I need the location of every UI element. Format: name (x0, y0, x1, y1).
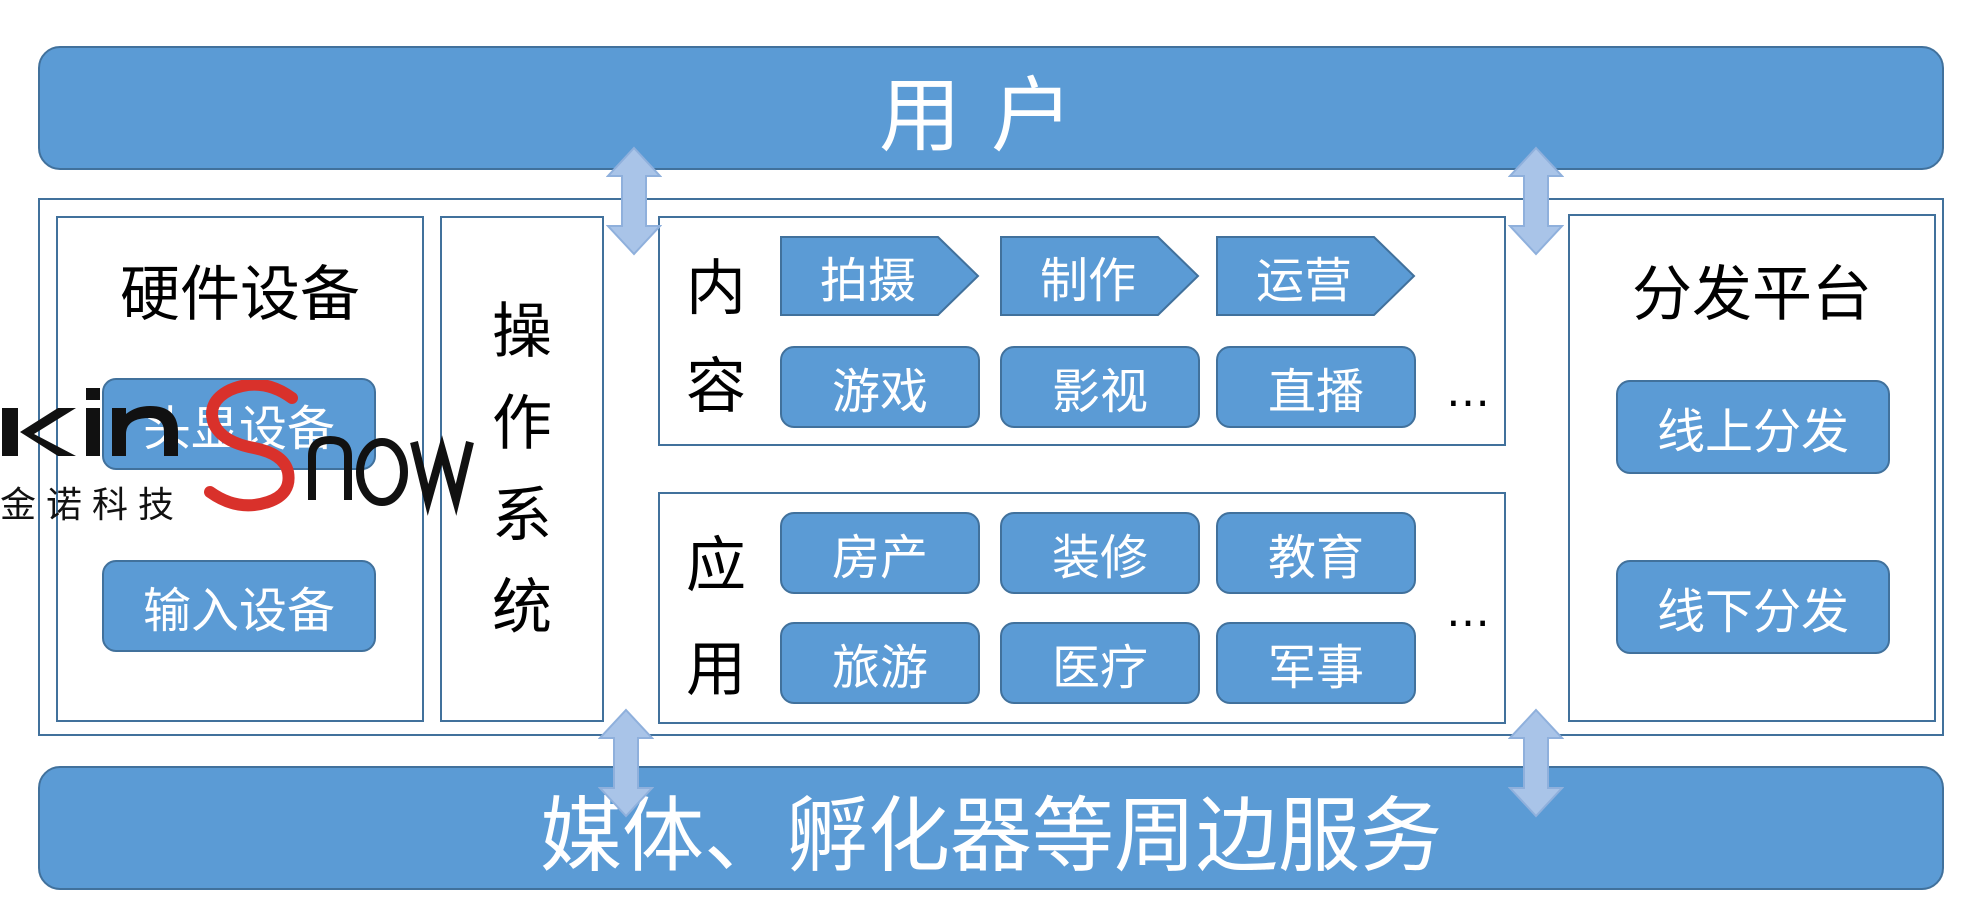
pipeline-step-operate: 运营 (1216, 236, 1416, 316)
double-arrow-icon (606, 146, 662, 256)
hardware-title: 硬件设备 (120, 260, 360, 330)
hardware-item-input: 输入设备 (102, 560, 376, 652)
distribution-item-offline: 线下分发 (1616, 560, 1890, 654)
application-more: … (1446, 586, 1490, 637)
content-item-games: 游戏 (780, 346, 980, 428)
users-bar-label: 用户 (878, 68, 1103, 164)
services-bar: 媒体、孵化器等周边服务 (38, 766, 1944, 890)
distribution-title: 分发平台 (1632, 260, 1872, 330)
content-more: … (1446, 366, 1490, 417)
app-item-tourism: 旅游 (780, 622, 980, 704)
application-label: 应 用 (686, 531, 746, 705)
brand-watermark: 金诺科技 (0, 378, 500, 530)
app-item-decoration: 装修 (1000, 512, 1200, 594)
app-item-real-estate: 房产 (780, 512, 980, 594)
services-bar-label: 媒体、孵化器等周边服务 (539, 788, 1442, 884)
distribution-item-online: 线上分发 (1616, 380, 1890, 474)
app-item-military: 军事 (1216, 622, 1416, 704)
content-item-film: 影视 (1000, 346, 1200, 428)
content-item-live: 直播 (1216, 346, 1416, 428)
users-bar: 用户 (38, 46, 1944, 170)
os-label: 操 作 系 统 (492, 297, 552, 643)
pipeline-step-produce: 制作 (1000, 236, 1200, 316)
app-item-medical: 医疗 (1000, 622, 1200, 704)
double-arrow-icon (1508, 708, 1564, 818)
double-arrow-icon (598, 708, 654, 818)
kinsnow-logo-icon (2, 378, 474, 516)
pipeline-step-shoot: 拍摄 (780, 236, 980, 316)
content-label: 内 容 (686, 254, 746, 422)
app-item-education: 教育 (1216, 512, 1416, 594)
brand-name-cn: 金诺科技 (0, 485, 185, 526)
double-arrow-icon (1508, 146, 1564, 256)
